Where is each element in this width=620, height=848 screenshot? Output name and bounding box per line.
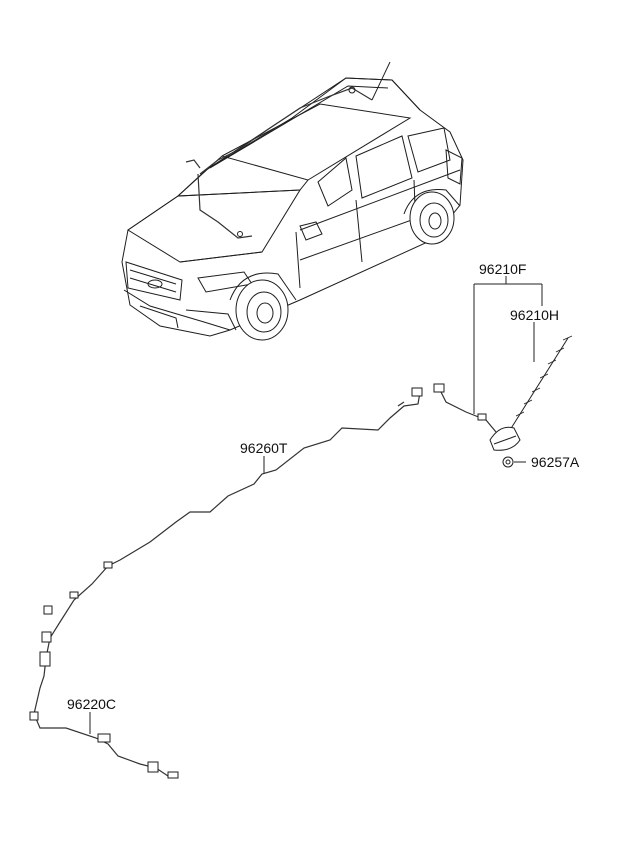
car-illustration [121,61,464,341]
part-label-96220C: 96220C [67,696,116,712]
part-label-96210H: 96210H [510,307,559,323]
roof-antenna [433,335,573,468]
part-label-96210F: 96210F [479,261,526,277]
antenna-feeder-cable [29,387,423,779]
part-label-96257A: 96257A [531,454,580,470]
part-label-96260T: 96260T [240,440,288,456]
leader-lines [89,276,543,734]
